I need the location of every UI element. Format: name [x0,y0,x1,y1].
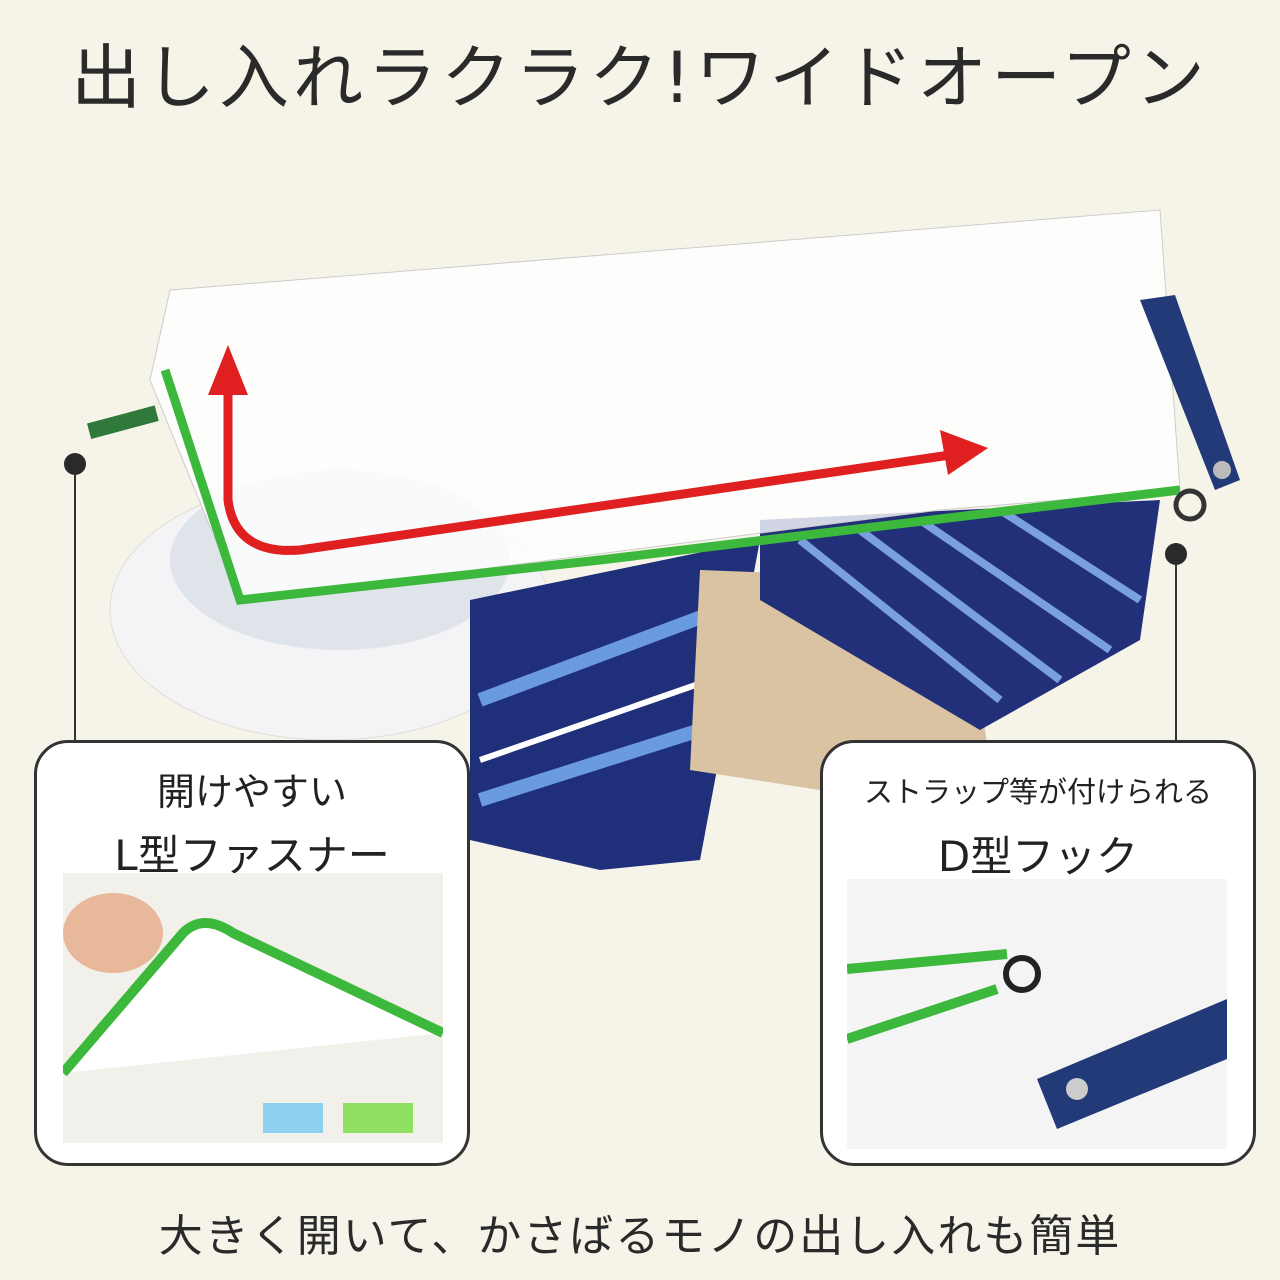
left-callout-line1: 開けやすい [156,770,347,814]
left-callout: 開けやすい L型ファスナー [34,740,470,1166]
right-callout-line1: ストラップ等が付けられる [863,775,1212,809]
headline: 出し入れラクラク!ワイドオープン [71,37,1209,119]
mesh-bag [149,209,1181,601]
right-callout-leader [1175,565,1177,745]
right-callout: ストラップ等が付けられる D型フック [820,740,1256,1166]
strap [1140,295,1240,490]
l-arrow [223,380,951,555]
left-callout-line2: L型ファスナー [114,831,390,880]
left-callout-leader [74,475,76,745]
zipper-closeup-photo [63,873,443,1143]
right-callout-line2: D型フック [937,832,1139,881]
striped-cloth [760,500,1160,730]
right-callout-dot [1165,543,1187,565]
caption: 大きく開いて、かさばるモノの出し入れも簡単 [158,1211,1122,1262]
left-callout-dot [64,453,86,475]
d-hook-closeup-photo [847,879,1227,1149]
